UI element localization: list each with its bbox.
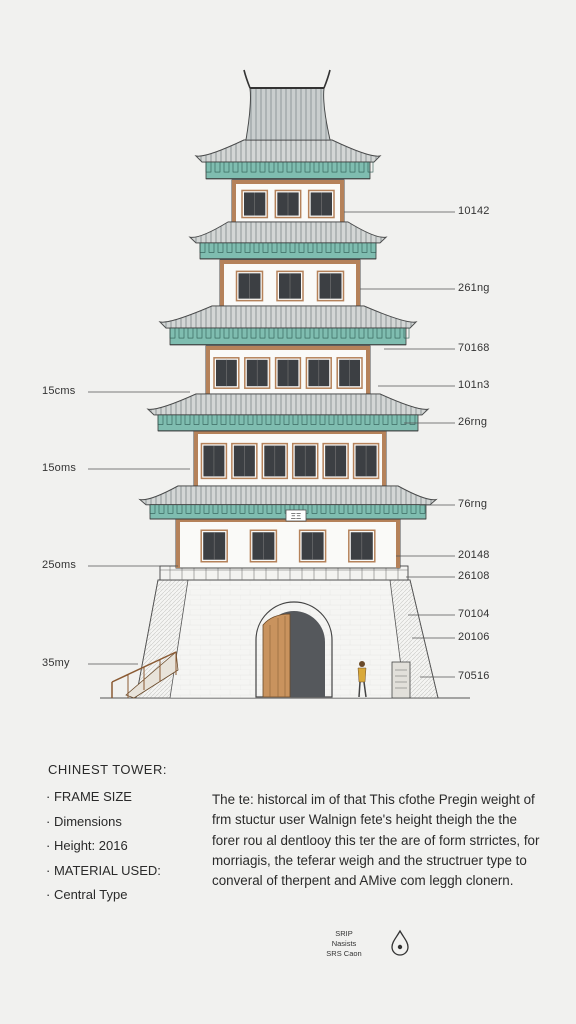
storey-2 xyxy=(219,259,361,307)
storey-4 xyxy=(193,429,387,487)
leader-lines xyxy=(88,211,455,678)
legend-title: CHINEST TOWER: xyxy=(48,762,167,777)
window xyxy=(200,442,228,480)
window xyxy=(291,442,319,480)
window xyxy=(298,529,327,563)
tower-eaves xyxy=(138,139,438,520)
window xyxy=(213,357,240,389)
top-roof xyxy=(243,69,331,141)
window xyxy=(322,442,349,480)
window xyxy=(276,270,304,302)
label-right-2: 261ng xyxy=(458,282,490,294)
legend-item: Dimensions xyxy=(46,813,161,838)
person-figure xyxy=(357,661,367,698)
window xyxy=(231,442,258,480)
window xyxy=(274,189,302,219)
eave-3 xyxy=(158,305,418,346)
legend-item: Central Type xyxy=(46,886,161,911)
window xyxy=(235,270,264,302)
storey-1 xyxy=(231,179,345,223)
window xyxy=(249,529,278,563)
legend-item: FRAME SIZE xyxy=(46,788,161,813)
label-right-1: 10142 xyxy=(458,205,490,217)
eave-2 xyxy=(188,221,388,260)
description-text: The te: historcal im of that This cfothe… xyxy=(212,792,540,889)
window xyxy=(305,357,332,389)
label-right-6: 76rng xyxy=(458,498,488,510)
window xyxy=(336,357,363,389)
label-right-3: 70168 xyxy=(458,342,490,354)
label-left-3: 25oms xyxy=(42,559,77,571)
logo-line: SRS Caon xyxy=(326,949,362,958)
label-right-8: 26108 xyxy=(458,570,490,582)
label-left-1: 15cms xyxy=(42,385,76,397)
plaque-text: ΞΞ xyxy=(291,512,301,521)
label-right-10: 20106 xyxy=(458,631,490,643)
label-right-9: 70104 xyxy=(458,608,490,620)
arched-gate xyxy=(255,601,333,698)
storey-5 xyxy=(175,517,401,569)
storey-3 xyxy=(205,345,371,395)
label-right-11: 70516 xyxy=(458,670,490,682)
logo-line: SRIP xyxy=(335,929,353,938)
window xyxy=(316,270,345,302)
legend-list: FRAME SIZE Dimensions Height: 2016 MATER… xyxy=(46,788,161,911)
window xyxy=(348,529,376,563)
label-right-5: 26rng xyxy=(458,416,488,428)
window xyxy=(244,357,271,389)
label-left-4: 35my xyxy=(42,657,70,669)
staircase xyxy=(111,651,179,699)
drop-icon xyxy=(391,929,409,956)
eave-4 xyxy=(146,393,430,432)
logo-text: SRIP Nasists SRS Caon xyxy=(322,929,366,959)
window xyxy=(241,189,269,219)
label-right-4: 101n3 xyxy=(458,379,490,391)
window xyxy=(261,442,289,480)
legend-item: MATERIAL USED: xyxy=(46,862,161,887)
label-left-2: 15oms xyxy=(42,462,77,474)
logo-line: Nasists xyxy=(331,939,357,948)
balustrade xyxy=(159,565,409,581)
window xyxy=(352,442,380,480)
window xyxy=(200,529,228,563)
legend-item: Height: 2016 xyxy=(46,837,161,862)
window xyxy=(274,357,302,389)
name-plaque xyxy=(285,509,307,522)
window xyxy=(307,189,335,219)
tower-storeys xyxy=(175,179,401,569)
eave-1 xyxy=(194,139,382,180)
label-right-7: 20148 xyxy=(458,549,490,561)
stone-stele xyxy=(391,661,411,699)
